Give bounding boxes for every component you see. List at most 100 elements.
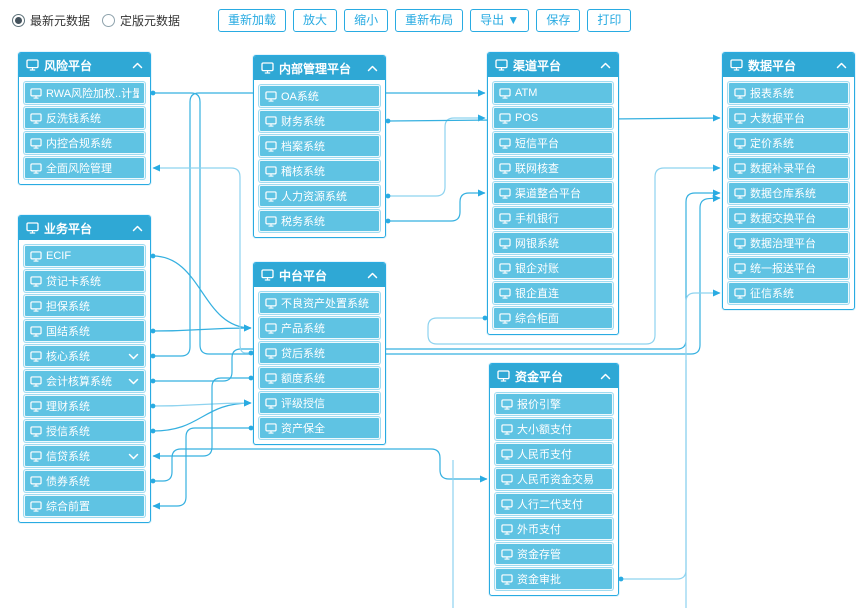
- panel-header[interactable]: 风险平台: [19, 53, 150, 77]
- system-node[interactable]: 银企对账: [493, 257, 613, 279]
- export-button[interactable]: 导出 ▼: [470, 9, 530, 32]
- system-node[interactable]: OA系统: [259, 85, 380, 107]
- panel-title: 内部管理平台: [279, 61, 352, 76]
- system-node[interactable]: 征信系统: [728, 282, 849, 304]
- system-node[interactable]: 债券系统: [24, 470, 145, 492]
- system-node[interactable]: 报表系统: [728, 82, 849, 104]
- system-node[interactable]: 短信平台: [493, 132, 613, 154]
- panel-title: 中台平台: [279, 268, 328, 283]
- system-node[interactable]: 反洗钱系统: [24, 107, 145, 129]
- panel-body: OA系统财务系统档案系统稽核系统人力资源系统税务系统: [254, 80, 385, 237]
- system-node[interactable]: 手机银行: [493, 207, 613, 229]
- zoom-out-button[interactable]: 缩小: [344, 9, 389, 32]
- system-node[interactable]: 综合柜面: [493, 307, 613, 329]
- monitor-icon: [734, 262, 746, 274]
- panel-header[interactable]: 渠道平台: [488, 53, 618, 77]
- system-node[interactable]: 贷后系统: [259, 342, 380, 364]
- system-node[interactable]: 网银系统: [493, 232, 613, 254]
- chevron-up-icon[interactable]: [132, 62, 143, 69]
- system-node[interactable]: 大小额支付: [495, 418, 613, 440]
- print-button[interactable]: 打印: [587, 9, 632, 32]
- monitor-icon: [734, 187, 746, 199]
- system-node[interactable]: 大数据平台: [728, 107, 849, 129]
- system-node[interactable]: 产品系统: [259, 317, 380, 339]
- system-node[interactable]: 信贷系统: [24, 445, 145, 467]
- system-node[interactable]: ATM: [493, 82, 613, 104]
- system-node[interactable]: 数据补录平台: [728, 157, 849, 179]
- system-node[interactable]: 资金存管: [495, 543, 613, 565]
- system-node[interactable]: 核心系统: [24, 345, 145, 367]
- system-node-label: 银企对账: [515, 263, 559, 275]
- chevron-up-icon[interactable]: [600, 373, 611, 380]
- system-node[interactable]: 授信系统: [24, 420, 145, 442]
- system-node[interactable]: 会计核算系统: [24, 370, 145, 392]
- system-node-label: 网银系统: [515, 238, 559, 250]
- monitor-icon: [26, 59, 39, 71]
- monitor-icon: [26, 222, 39, 234]
- radio-fixed-metadata[interactable]: 定版元数据: [102, 12, 180, 29]
- system-node[interactable]: 报价引擎: [495, 393, 613, 415]
- zoom-in-button[interactable]: 放大: [293, 9, 338, 32]
- system-node[interactable]: 人行二代支付: [495, 493, 613, 515]
- system-node-label: 人民币支付: [517, 449, 572, 461]
- radio-icon: [102, 14, 116, 27]
- chevron-up-icon[interactable]: [600, 62, 611, 69]
- system-node[interactable]: 人力资源系统: [259, 185, 380, 207]
- system-node[interactable]: 人民币资金交易: [495, 468, 613, 490]
- system-node[interactable]: 定价系统: [728, 132, 849, 154]
- relayout-button[interactable]: 重新布局: [395, 9, 464, 32]
- system-node[interactable]: POS: [493, 107, 613, 129]
- system-node-label: 数据治理平台: [750, 238, 816, 250]
- save-button[interactable]: 保存: [536, 9, 581, 32]
- system-node[interactable]: 财务系统: [259, 110, 380, 132]
- system-node[interactable]: 数据仓库系统: [728, 182, 849, 204]
- system-node[interactable]: 渠道整合平台: [493, 182, 613, 204]
- system-node[interactable]: 内控合规系统: [24, 132, 145, 154]
- chevron-down-icon[interactable]: [128, 378, 139, 385]
- system-node[interactable]: 统一报送平台: [728, 257, 849, 279]
- system-node[interactable]: 贷记卡系统: [24, 270, 145, 292]
- system-node[interactable]: 税务系统: [259, 210, 380, 232]
- connection-port: [482, 315, 488, 321]
- system-node[interactable]: 综合前置: [24, 495, 145, 517]
- panel-header[interactable]: 数据平台: [723, 53, 854, 77]
- system-node[interactable]: RWA风险加权..计量系统: [24, 82, 145, 104]
- system-node[interactable]: 不良资产处置系统: [259, 292, 380, 314]
- system-node[interactable]: 人民币支付: [495, 443, 613, 465]
- system-node[interactable]: 评级授信: [259, 392, 380, 414]
- system-node[interactable]: 数据治理平台: [728, 232, 849, 254]
- panel-header[interactable]: 业务平台: [19, 216, 150, 240]
- system-node[interactable]: ECIF: [24, 245, 145, 267]
- system-node[interactable]: 稽核系统: [259, 160, 380, 182]
- chevron-down-icon[interactable]: [128, 453, 139, 460]
- system-node[interactable]: 联网核查: [493, 157, 613, 179]
- monitor-icon: [730, 59, 743, 71]
- chevron-up-icon[interactable]: [836, 62, 847, 69]
- system-node-label: 税务系统: [281, 216, 325, 228]
- chevron-down-icon[interactable]: [128, 353, 139, 360]
- system-node-label: 贷记卡系统: [46, 276, 101, 288]
- chevron-up-icon[interactable]: [367, 272, 378, 279]
- system-node[interactable]: 档案系统: [259, 135, 380, 157]
- system-node[interactable]: 全面风险管理: [24, 157, 145, 179]
- panel-header[interactable]: 资金平台: [490, 364, 618, 388]
- radio-latest-metadata[interactable]: 最新元数据: [12, 12, 90, 29]
- chevron-up-icon[interactable]: [367, 65, 378, 72]
- reload-button[interactable]: 重新加载: [218, 9, 287, 32]
- panel-header[interactable]: 中台平台: [254, 263, 385, 287]
- system-node[interactable]: 理财系统: [24, 395, 145, 417]
- system-node[interactable]: 担保系统: [24, 295, 145, 317]
- system-node[interactable]: 额度系统: [259, 367, 380, 389]
- monitor-icon: [30, 87, 42, 99]
- panel-header[interactable]: 内部管理平台: [254, 56, 385, 80]
- system-node[interactable]: 外币支付: [495, 518, 613, 540]
- system-node[interactable]: 国结系统: [24, 320, 145, 342]
- system-node-label: 统一报送平台: [750, 263, 816, 275]
- system-node-label: 不良资产处置系统: [281, 298, 369, 310]
- system-node[interactable]: 数据交换平台: [728, 207, 849, 229]
- system-node[interactable]: 资产保全: [259, 417, 380, 439]
- chevron-up-icon[interactable]: [132, 225, 143, 232]
- system-node[interactable]: 资金审批: [495, 568, 613, 590]
- system-node[interactable]: 银企直连: [493, 282, 613, 304]
- panel-body: 报价引擎大小额支付人民币支付人民币资金交易人行二代支付外币支付资金存管资金审批: [490, 388, 618, 595]
